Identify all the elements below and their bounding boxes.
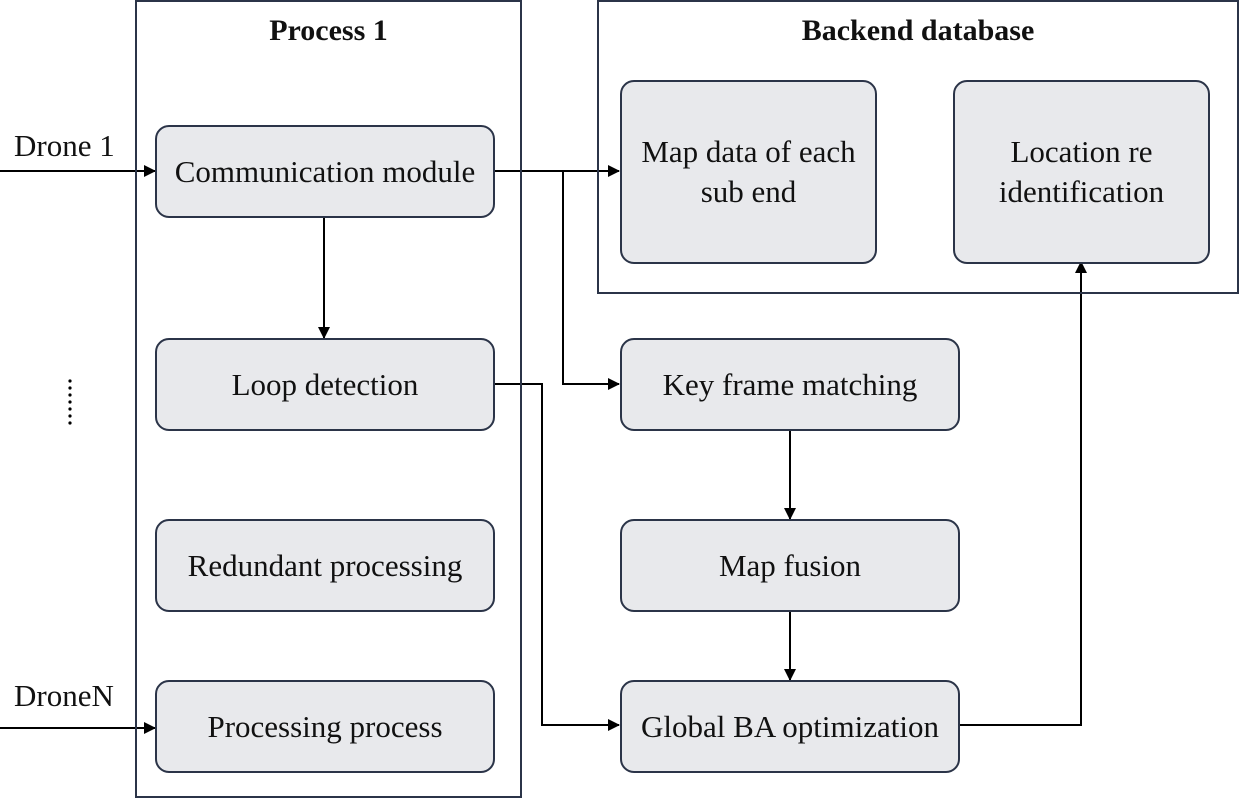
global-ba-node: Global BA optimization <box>620 680 960 773</box>
arrow-globalba-to-location <box>958 261 1087 726</box>
communication-module-node: Communication module <box>155 125 495 218</box>
process-frame-title: Process 1 <box>269 14 388 47</box>
loop-detection-node: Loop detection <box>155 338 495 431</box>
map-data-node: Map data of each sub end <box>620 80 877 264</box>
map-fusion-node: Map fusion <box>620 519 960 612</box>
ellipsis-vertical <box>65 378 75 426</box>
ellipsis-dots <box>68 379 72 425</box>
drone-n-label: DroneN <box>14 678 114 713</box>
redundant-processing-node: Redundant processing <box>155 519 495 612</box>
arrow-communication-to-keyframe <box>562 171 620 390</box>
location-reid-node: Location re identification <box>953 80 1210 264</box>
drone-1-label: Drone 1 <box>14 128 115 163</box>
key-frame-matching-node: Key frame matching <box>620 338 960 431</box>
backend-frame: Backend database <box>597 0 1239 294</box>
process-frame: Process 1 <box>135 0 522 798</box>
arrow-loop-to-globalba <box>494 383 620 731</box>
backend-frame-title: Backend database <box>801 14 1035 47</box>
processing-process-node: Processing process <box>155 680 495 773</box>
